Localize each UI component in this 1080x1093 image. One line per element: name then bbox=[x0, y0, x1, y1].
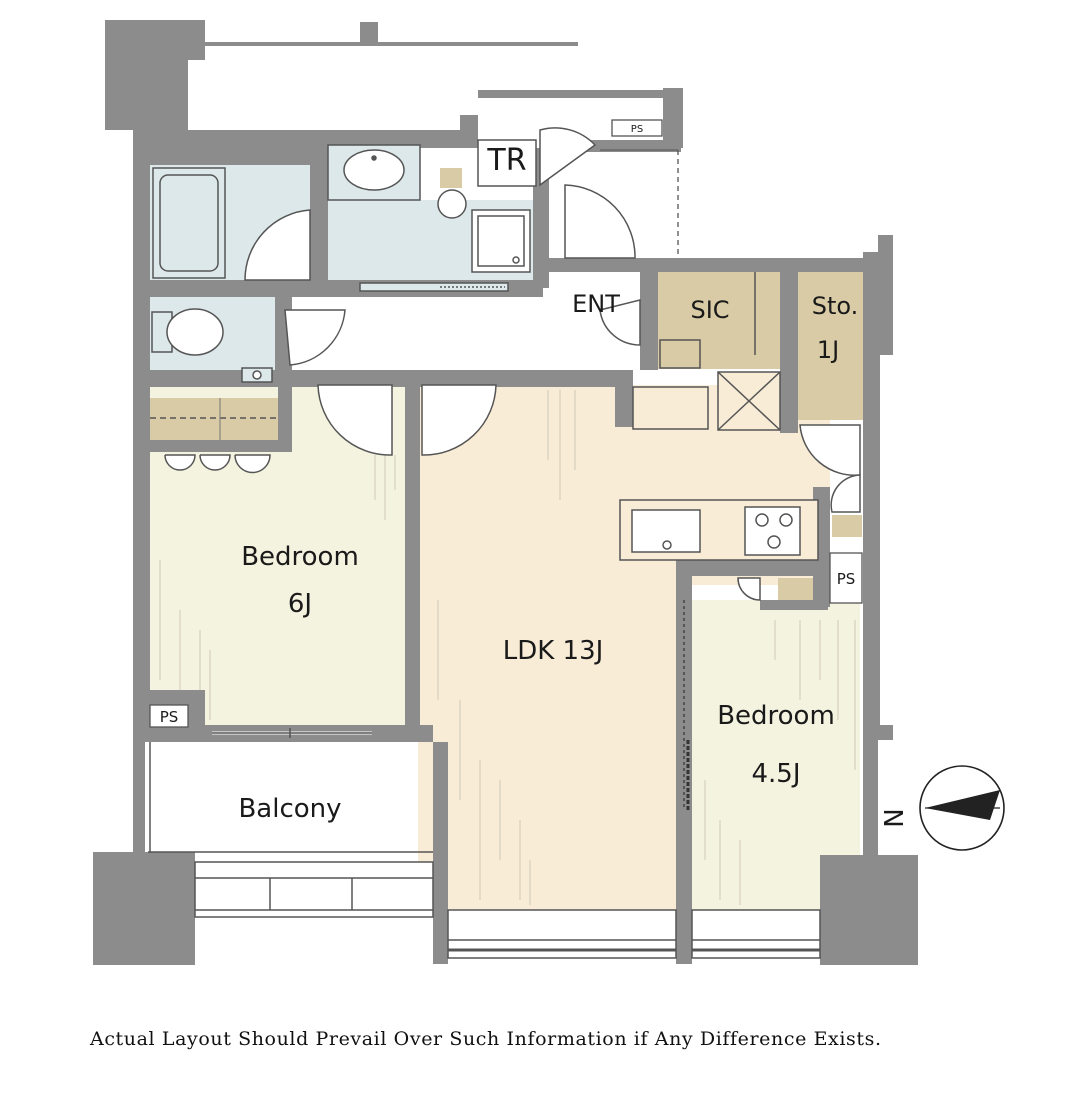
left-exterior-wall bbox=[133, 130, 150, 740]
closet-4j-wall bbox=[760, 600, 828, 610]
toilet-right-wall bbox=[275, 280, 292, 387]
storage-floor bbox=[798, 272, 863, 420]
ps-top-label: PS bbox=[631, 124, 643, 135]
labels: TR PS ENT SIC Sto. 1J Bedroom 6J LDK 13J… bbox=[160, 124, 859, 824]
bottom-left-pillar bbox=[93, 852, 195, 965]
corridor-wall bbox=[478, 90, 678, 98]
entry-top-wall bbox=[549, 258, 879, 272]
toilet-door bbox=[284, 309, 346, 366]
shoe-cabinet bbox=[440, 168, 462, 188]
ps-left-box bbox=[149, 704, 189, 728]
floor-sheen bbox=[159, 390, 856, 905]
toilet-bowl bbox=[166, 308, 224, 356]
storage-size-label: 1J bbox=[817, 336, 839, 364]
bath-door bbox=[244, 209, 311, 281]
bedroom-4j-label: Bedroom bbox=[717, 701, 835, 731]
bedroom-ldk-wall bbox=[405, 372, 420, 727]
ps-left-label: PS bbox=[160, 708, 179, 726]
north-compass-icon: N bbox=[880, 765, 1005, 851]
balcony-label: Balcony bbox=[238, 794, 341, 824]
balcony-left-wall bbox=[133, 740, 145, 852]
kitchen-nib-wall bbox=[615, 385, 633, 427]
bottom-right-pillar bbox=[820, 855, 918, 965]
storage-label: Sto. bbox=[812, 292, 859, 320]
bedroom-4j-top-wall bbox=[676, 560, 826, 576]
bedroom-4j-size-label: 4.5J bbox=[751, 759, 800, 789]
ps-right-box bbox=[829, 552, 863, 604]
ent-label: ENT bbox=[572, 290, 620, 318]
ldk-label: LDK 13J bbox=[503, 636, 604, 666]
ldk-door bbox=[421, 384, 497, 456]
storage-left-wall bbox=[780, 258, 798, 433]
disclaimer-text: Actual Layout Should Prevail Over Such I… bbox=[90, 1028, 882, 1050]
bedroom-6j-door bbox=[317, 384, 393, 456]
kitchen-sink bbox=[631, 509, 701, 553]
trunk-room bbox=[477, 139, 537, 187]
top-left-wall-block bbox=[105, 20, 578, 165]
right-exterior-wall bbox=[863, 235, 893, 855]
corridor-right-wall bbox=[663, 88, 683, 148]
entrance-door bbox=[564, 184, 636, 259]
kitchen-shelf bbox=[832, 515, 862, 537]
balcony-rail bbox=[194, 861, 434, 918]
bedroom-6j-label: Bedroom bbox=[241, 542, 359, 572]
entry-right-wall bbox=[640, 258, 658, 370]
wash-entry-wall bbox=[533, 148, 549, 288]
tr-label: TR bbox=[486, 143, 526, 178]
sic-label: SIC bbox=[690, 296, 729, 324]
doors bbox=[164, 127, 861, 810]
floor-plan: TR PS ENT SIC Sto. 1J Bedroom 6J LDK 13J… bbox=[93, 20, 1005, 965]
windows bbox=[148, 742, 821, 959]
ps-right-label: PS bbox=[837, 570, 856, 588]
ps-boxes bbox=[149, 119, 863, 728]
closet-bottom-trim bbox=[133, 440, 278, 452]
closet-6j bbox=[150, 398, 278, 440]
sink-basin bbox=[343, 149, 405, 191]
bath-wash-wall bbox=[310, 148, 328, 283]
closet-side-wall bbox=[278, 385, 292, 452]
compass-n-label: N bbox=[880, 808, 910, 827]
walls bbox=[93, 20, 918, 965]
fixtures bbox=[151, 144, 819, 561]
bedroom-6j-size-label: 6J bbox=[288, 589, 312, 619]
ldk-left-wall bbox=[433, 742, 448, 964]
ps-top-box bbox=[611, 119, 663, 137]
